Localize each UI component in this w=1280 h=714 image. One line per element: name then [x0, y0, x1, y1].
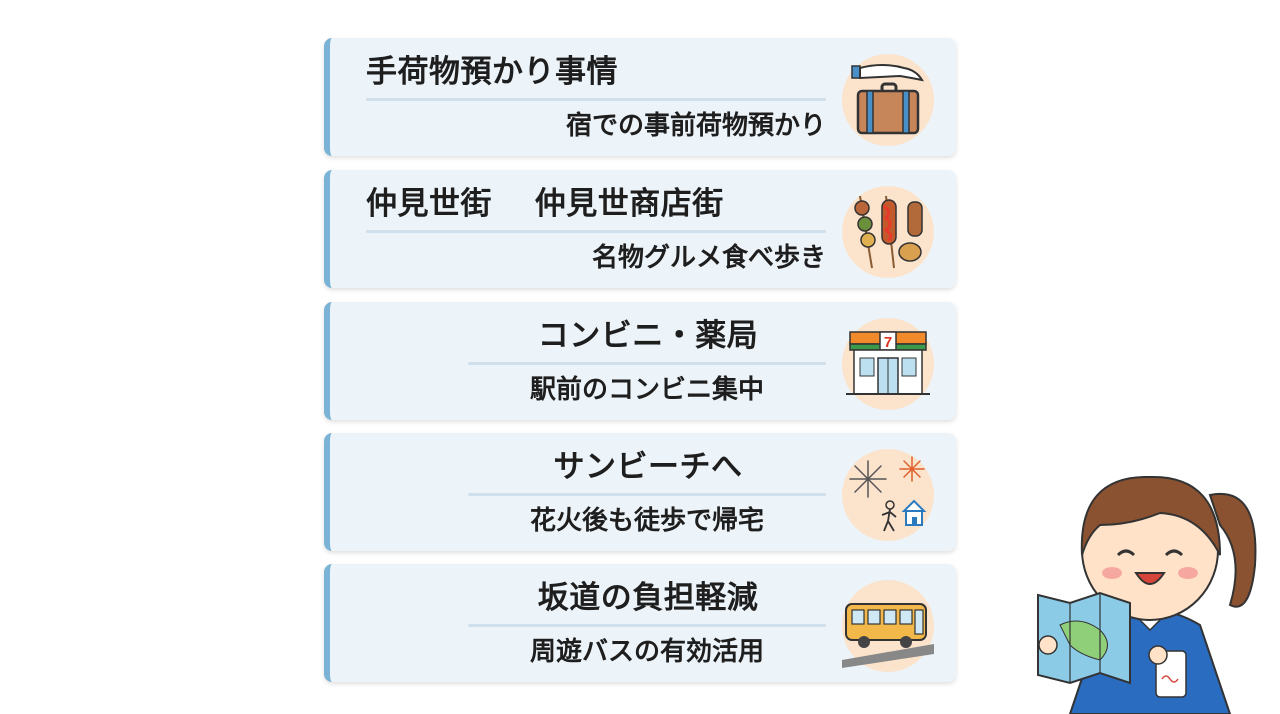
divider [366, 98, 826, 101]
info-card-sunbeach: サンビーチへ 花火後も徒歩で帰宅 [324, 433, 956, 551]
convenience-store-icon: 7 [842, 318, 934, 410]
card-title: 手荷物預かり事情 [366, 54, 618, 90]
divider [468, 362, 826, 365]
bus-slope-icon [842, 580, 934, 672]
luggage-hand-icon [842, 54, 934, 146]
divider [468, 624, 826, 627]
card-subtitle: 駅前のコンビニ集中 [529, 375, 764, 405]
card-subtitle: 花火後も徒歩で帰宅 [529, 506, 764, 536]
store-sign-number: 7 [884, 334, 892, 351]
info-card-luggage: 手荷物預かり事情 宿での事前荷物預かり [324, 38, 956, 156]
info-card-slope-bus: 坂道の負担軽減 周遊バスの有効活用 [324, 564, 956, 682]
divider [468, 493, 826, 496]
divider [366, 230, 826, 233]
card-subtitle: 周遊バスの有効活用 [529, 637, 764, 667]
card-title: コンビニ・薬局 [537, 318, 759, 354]
street-food-skewers-icon [842, 186, 934, 278]
card-title: 坂道の負担軽減 [537, 580, 759, 616]
card-title: 仲見世街 仲見世商店街 [366, 186, 724, 222]
fireworks-walk-home-icon [842, 449, 934, 541]
card-subtitle: 名物グルメ食べ歩き [591, 243, 826, 273]
card-subtitle: 宿での事前荷物預かり [565, 111, 826, 141]
info-card-nakamise: 仲見世街 仲見世商店街 名物グルメ食べ歩き [324, 170, 956, 288]
card-title: サンビーチへ [553, 449, 743, 485]
tourist-girl-with-map-illustration [1037, 475, 1257, 714]
info-card-convenience: コンビニ・薬局 駅前のコンビニ集中 7 [324, 302, 956, 420]
